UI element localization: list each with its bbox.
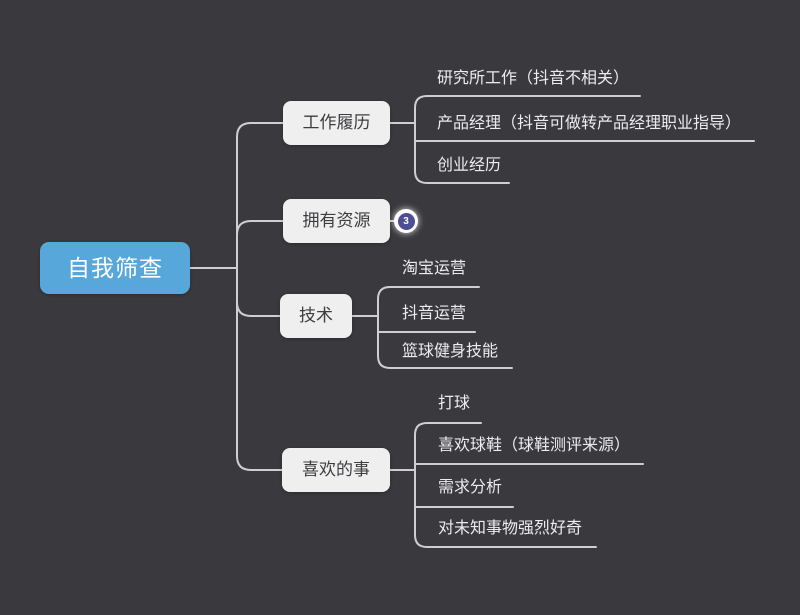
child-topic[interactable]: 喜欢球鞋（球鞋测评来源） [438,437,631,454]
branch-1-bracket [414,95,641,184]
branch-topic-work-history[interactable]: 工作履历 [283,101,390,145]
child-topic[interactable]: 淘宝运营 [402,260,467,277]
branch-topic-skills[interactable]: 技术 [280,294,352,338]
collapsed-count-value: 3 [397,212,415,230]
branch-topic-likes[interactable]: 喜欢的事 [282,448,390,492]
child-topic[interactable]: 产品经理（抖音可做转产品经理职业指导） [437,115,742,132]
collapsed-count-badge[interactable]: 3 [394,209,418,233]
root-topic[interactable]: 自我筛查 [40,242,190,294]
connector-branch-1 [236,122,284,269]
child-topic[interactable]: 研究所工作（抖音不相关） [437,70,630,87]
connector-branch-4 [236,267,283,471]
branch-3-bracket [377,286,513,369]
child-topic[interactable]: 打球 [438,395,471,412]
child-topic[interactable]: 创业经历 [437,157,502,174]
connector-branch-3 [236,267,281,317]
child-topic[interactable]: 篮球健身技能 [402,343,499,360]
child-topic[interactable]: 抖音运营 [402,305,467,322]
connector-branch-2 [236,220,284,269]
child-topic[interactable]: 需求分析 [438,479,503,496]
branch-topic-resources[interactable]: 拥有资源 [283,199,390,243]
child-topic[interactable]: 对未知事物强烈好奇 [438,520,583,537]
branch-4-bracket [414,422,597,548]
